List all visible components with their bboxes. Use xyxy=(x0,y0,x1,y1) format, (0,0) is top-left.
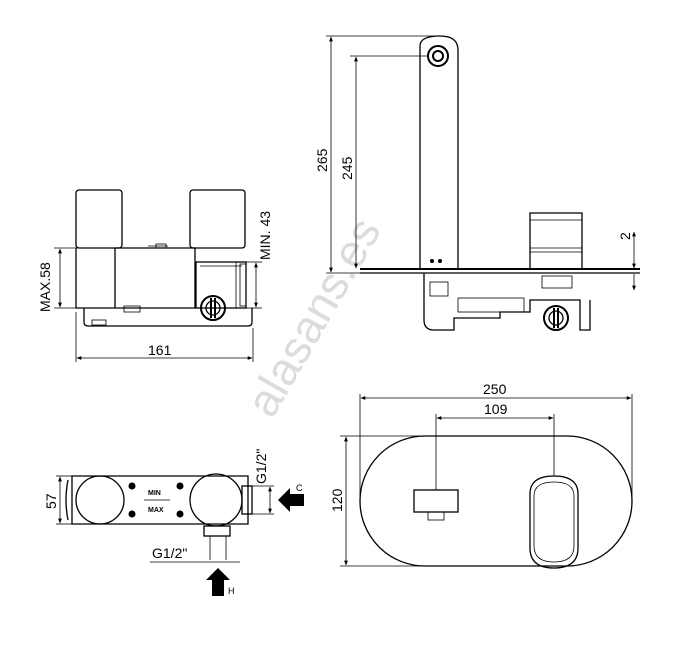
valve-body xyxy=(75,247,196,309)
right-handle xyxy=(189,189,246,249)
dim-57: 57 xyxy=(43,493,59,509)
arrow-h-icon xyxy=(206,568,230,596)
top-right-handle xyxy=(189,473,243,527)
plate-view: 250 109 120 xyxy=(329,381,633,569)
top-view: MIN MAX 57 G1/2" G1/2" C H xyxy=(43,449,304,596)
dim-g12-side: G1/2" xyxy=(253,449,269,484)
left-handle xyxy=(75,189,123,249)
dim-161: 161 xyxy=(148,342,172,358)
dim-250: 250 xyxy=(483,381,507,397)
arrow-c-icon xyxy=(278,488,304,512)
min-marking: MIN xyxy=(148,490,161,497)
dim-265: 265 xyxy=(314,148,330,172)
dim-120: 120 xyxy=(329,488,345,512)
side-view: 265 245 2 xyxy=(314,35,640,331)
spout xyxy=(419,35,459,269)
dim-g12-bottom: G1/2" xyxy=(152,545,187,561)
top-body xyxy=(71,475,249,525)
wall-plate-outline xyxy=(359,435,633,567)
arrow-c-label: C xyxy=(296,483,303,493)
plate-handle xyxy=(529,475,579,569)
top-left-handle xyxy=(75,475,125,525)
inlet-circle xyxy=(200,295,226,321)
dim-2: 2 xyxy=(617,232,633,240)
side-handle xyxy=(529,212,583,270)
arrow-h-label: H xyxy=(228,586,235,596)
dim-109: 109 xyxy=(484,401,508,417)
front-view: MAX.58 MIN. 43 161 xyxy=(37,189,273,362)
dim-max58: MAX.58 xyxy=(37,262,53,312)
spout-aerator xyxy=(427,45,449,67)
max-marking: MAX xyxy=(148,507,164,514)
spout-outlet xyxy=(413,489,459,513)
dim-245: 245 xyxy=(339,156,355,180)
dim-min43: MIN. 43 xyxy=(257,211,273,260)
